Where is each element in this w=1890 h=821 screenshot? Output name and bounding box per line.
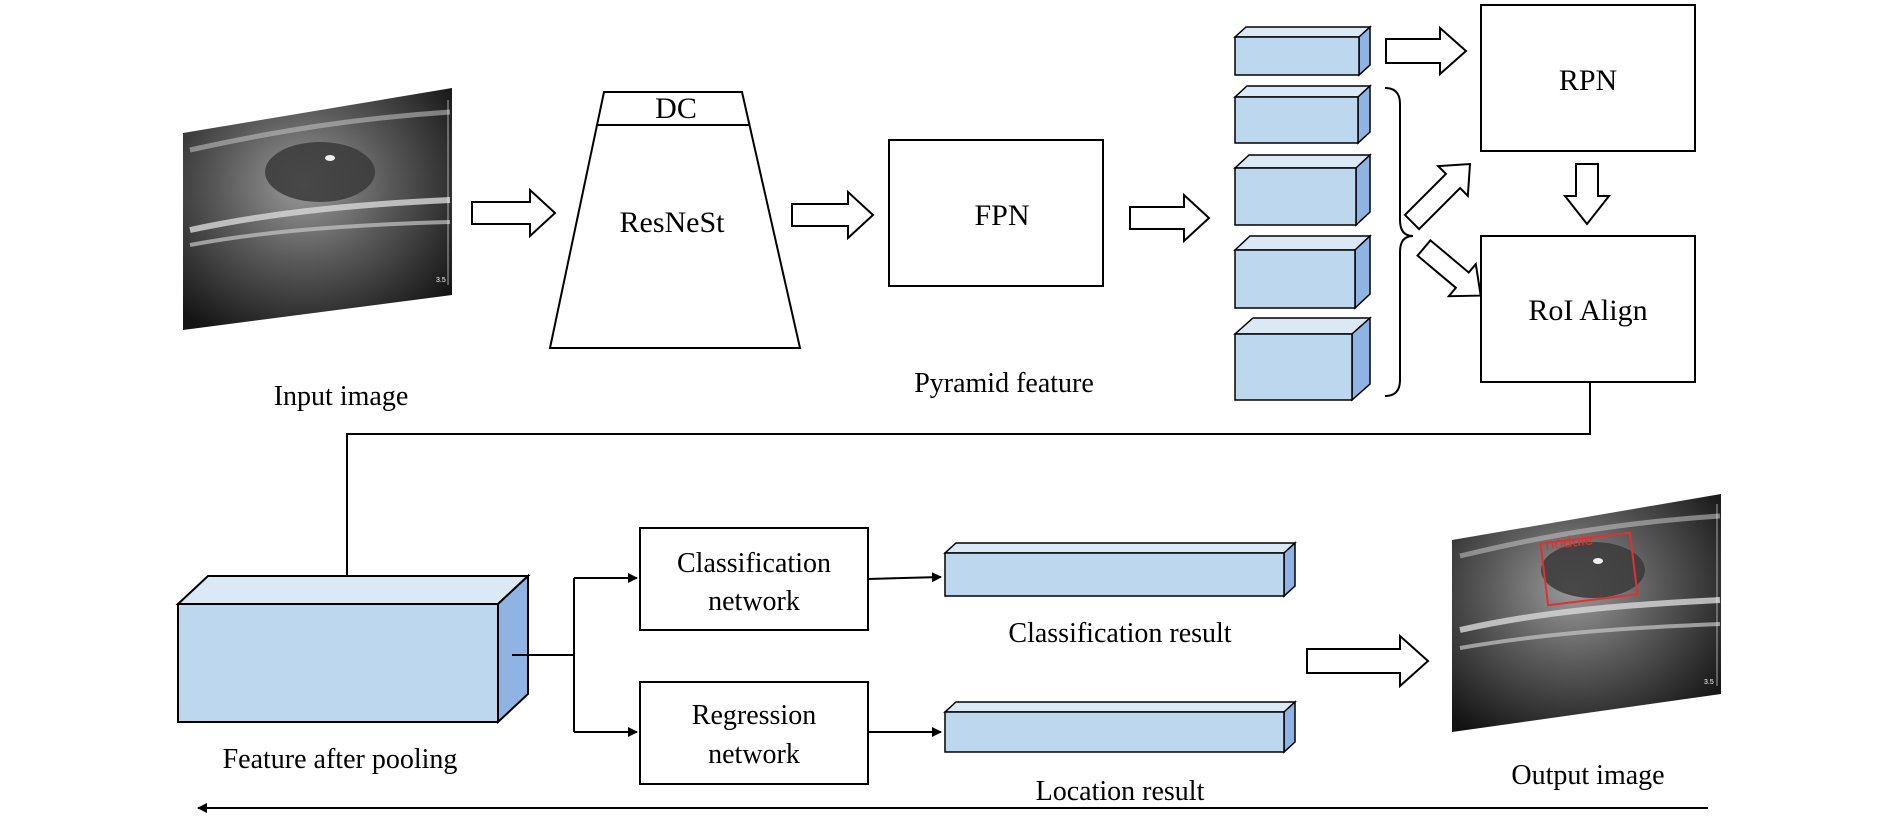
nodule-detection-box bbox=[1539, 531, 1639, 607]
location-result-bar bbox=[943, 700, 1297, 754]
roi-align-box bbox=[1480, 235, 1696, 383]
fpn-label: FPN bbox=[974, 199, 1029, 232]
input-image-icon: 3.5 bbox=[183, 88, 452, 330]
resnest-label: ResNeSt bbox=[620, 206, 726, 239]
input-image-label: Input image bbox=[274, 381, 409, 412]
classification-network-label-line1: Classification bbox=[677, 548, 831, 579]
classification-network-box bbox=[639, 527, 869, 631]
pyramid-feature-stack bbox=[1233, 25, 1372, 402]
classification-result-label: Classification result bbox=[1008, 618, 1231, 649]
pyramid-level-2 bbox=[1233, 84, 1372, 145]
location-result-label: Location result bbox=[1036, 776, 1205, 807]
nodule-tag: nodule bbox=[1544, 531, 1594, 554]
input-depth-marker: 3.5 bbox=[436, 277, 446, 284]
fpn-box bbox=[888, 139, 1104, 287]
regression-network-label-line2: network bbox=[708, 739, 800, 770]
branch-connector bbox=[512, 573, 638, 737]
pyramid-level-1 bbox=[1233, 25, 1372, 77]
rpn-label: RPN bbox=[1559, 64, 1617, 97]
arrow-brace-to-rpn bbox=[1403, 162, 1472, 231]
arrow-fpn-to-pyramid bbox=[1129, 192, 1211, 244]
pyramid-level-4 bbox=[1233, 234, 1372, 310]
pyramid-level-5 bbox=[1233, 316, 1372, 402]
roi-align-label: RoI Align bbox=[1528, 294, 1647, 327]
rpn-box bbox=[1480, 4, 1696, 152]
arrow-brace-to-roi-align bbox=[1416, 238, 1482, 298]
arrow-classification-to-result bbox=[867, 572, 942, 583]
arrow-results-to-output bbox=[1306, 633, 1430, 689]
arrow-input-to-resnest bbox=[471, 187, 557, 239]
connector-roi-to-pooling bbox=[342, 382, 1591, 586]
classification-network-label-line2: network bbox=[708, 586, 800, 617]
arrow-pyramid-to-rpn bbox=[1385, 25, 1468, 77]
resnest-trapezoid bbox=[548, 91, 802, 349]
pyramid-feature-label: Pyramid feature bbox=[914, 368, 1094, 399]
classification-result-bar bbox=[943, 541, 1297, 598]
regression-network-label-line1: Regression bbox=[692, 700, 816, 731]
output-image-label: Output image bbox=[1511, 760, 1664, 791]
arrow-resnest-to-fpn bbox=[791, 189, 875, 241]
output-image-icon: nodule 3.5 bbox=[1452, 494, 1721, 732]
output-depth-marker: 3.5 bbox=[1704, 679, 1714, 686]
dc-label: DC bbox=[655, 92, 697, 125]
pyramid-level-3 bbox=[1233, 153, 1372, 227]
pyramid-brace bbox=[1384, 87, 1414, 397]
arrow-rpn-to-roi-align bbox=[1562, 163, 1612, 226]
feature-after-pooling-label: Feature after pooling bbox=[223, 744, 458, 775]
pooled-feature-block bbox=[175, 573, 531, 725]
